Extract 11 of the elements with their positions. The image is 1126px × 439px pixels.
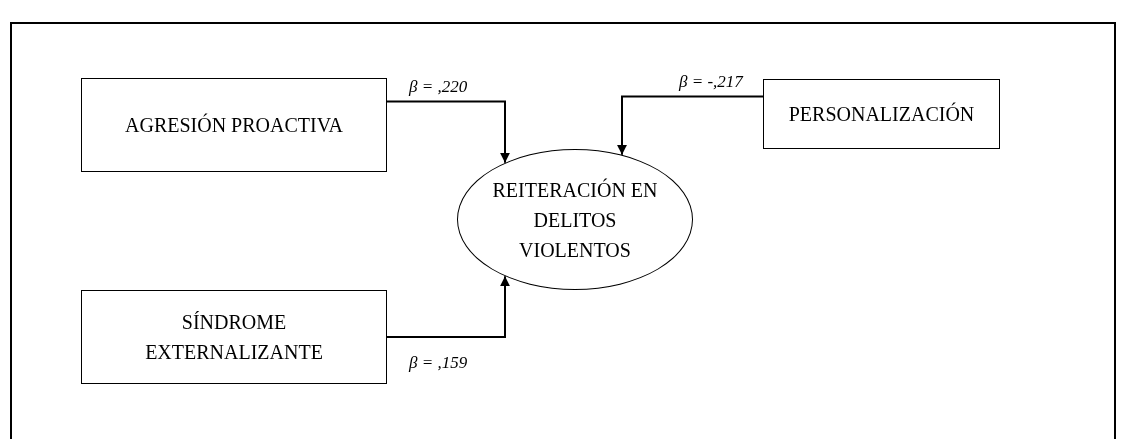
- arrow: [386, 100, 510, 164]
- edge-label: β = ,159: [407, 353, 470, 372]
- arrow: [386, 275, 510, 338]
- variable-box: [763, 79, 1000, 149]
- node-label: AGRESIÓN PROACTIVA: [124, 112, 344, 138]
- node-label: REITERACIÓN EN DELITOS VIOLENTOS: [491, 177, 659, 263]
- arrow: [617, 95, 764, 156]
- node-label: SÍNDROME EXTERNALIZANTE: [144, 310, 324, 365]
- variable-box: [81, 290, 387, 384]
- node-label: PERSONALIZACIÓN: [787, 101, 976, 127]
- variable-box: [81, 78, 387, 172]
